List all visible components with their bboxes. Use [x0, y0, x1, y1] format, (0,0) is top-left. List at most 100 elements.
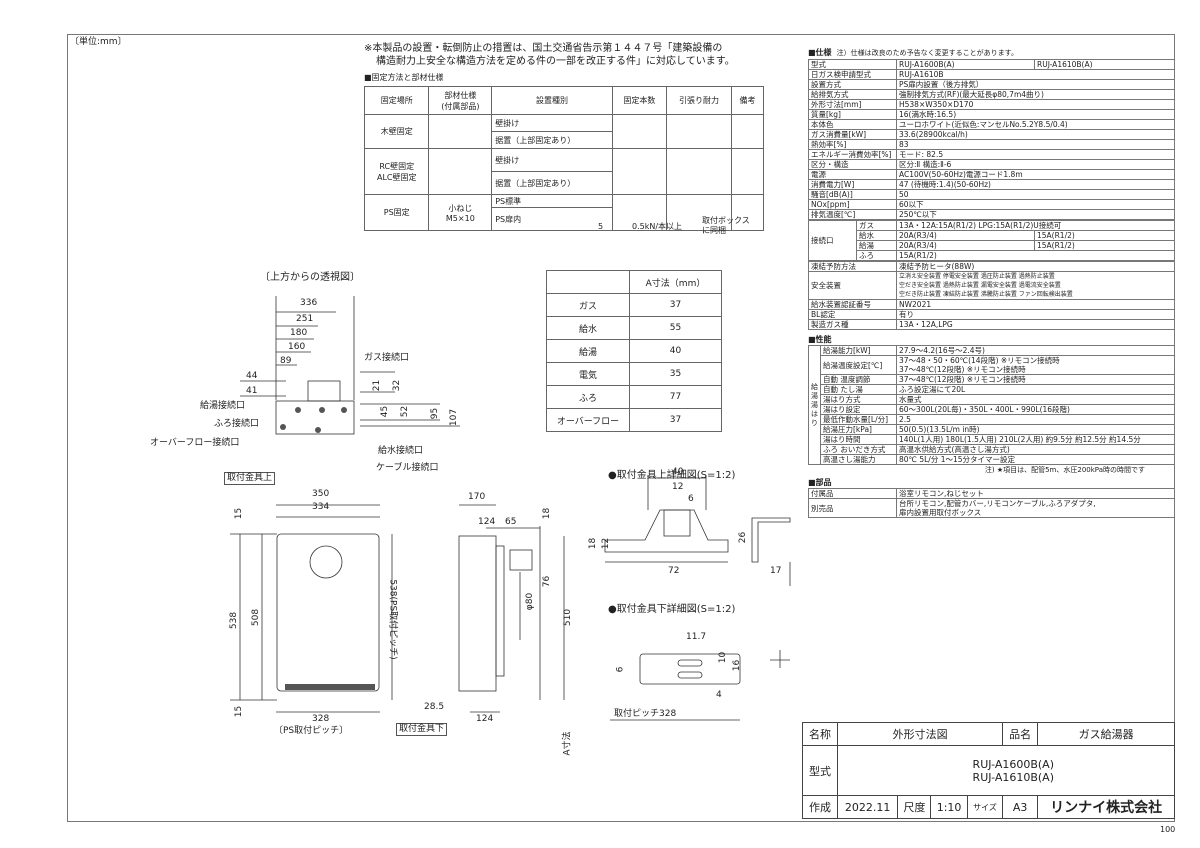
perf-value: 高温水供給方式(高温さし湯方式) — [896, 444, 1175, 455]
perf-value: 37〜48・50・60℃(14段階) ※リモコン接続時 37〜48℃(12段階)… — [896, 355, 1175, 375]
dim-label: 334 — [312, 502, 330, 512]
safety-line: 立消え安全装置 停電安全装置 過圧防止装置 過熱防止装置 — [899, 273, 1055, 280]
notice-line-2: 構造耐力上安全な構造方法を定める件の一部を改正する件」に対応しています。 — [376, 56, 735, 67]
item-value: ガス給湯器 — [1037, 722, 1175, 746]
fix-header: 部材仕様 (付属部品) — [428, 86, 493, 115]
connect-value: 15A(R1/2) — [1034, 230, 1175, 241]
dim-label: 41 — [246, 386, 258, 396]
fix-header: 備考 — [731, 86, 764, 115]
bracket-slot — [677, 659, 703, 667]
spec-label: 本体色 — [808, 119, 897, 130]
fix-table-title: ■固定方法と部材仕様 — [364, 73, 444, 82]
spec-value: 83 — [896, 139, 1175, 150]
spec-label: BL認定 — [808, 309, 897, 320]
perf-value: 60〜300L(20L毎)・350L・400L・990L(16段階) — [896, 404, 1175, 415]
parts-label: 別売品 — [808, 498, 897, 518]
size-label: サイズ — [966, 795, 1004, 819]
spec-label: 電源 — [808, 169, 897, 180]
spec-header: ■仕様 — [808, 48, 832, 57]
spec-value: 区分:Ⅱ 構造:Ⅱ-6 — [896, 159, 1175, 170]
dim-label: 65 — [505, 517, 517, 527]
company-name: リンナイ株式会社 — [1037, 795, 1175, 819]
item-label: 品名 — [1002, 722, 1039, 746]
perf-table: 給湯・湯はり給湯能力[kW]27.9〜4.2(16号〜2.4号)給湯温度設定[℃… — [808, 345, 1175, 465]
dim-label: 328 — [312, 714, 330, 724]
spec-label: エネルギー消費効率[%] — [808, 149, 897, 160]
bracket-bottom-label: 取付金具下 — [396, 723, 448, 736]
mount-pitch-label: 取付ピッチ328 — [614, 709, 677, 719]
dim-label: 18 — [542, 507, 553, 520]
spec-value: 33.6(28900kcal/h) — [896, 129, 1175, 140]
dim-label: 95 — [430, 407, 441, 420]
spec-label: 給排気方式 — [808, 89, 897, 100]
fix-type: 壁掛け — [491, 148, 613, 172]
dim-label: 538 — [229, 611, 240, 630]
dim-label: 45 — [380, 405, 391, 418]
top-view-body — [275, 400, 355, 435]
dim-label: 76 — [542, 575, 553, 588]
fix-header: 引張り耐力 — [665, 86, 733, 115]
perf-value: 50(0.5)(13.5L/m in時) — [896, 424, 1175, 435]
bracket-slot — [677, 671, 703, 679]
perf-label: 給湯圧力[kPa] — [820, 424, 897, 435]
parts-table: 付属品浴室リモコン,ねじセット 別売品台所リモコン,配管カバー,リモコンケーブル… — [808, 488, 1175, 518]
connect-value: 15A(R1/2) — [896, 250, 1175, 261]
cable-inlet-label: ケーブル接続口 — [376, 463, 439, 473]
spec-label: 騒音[dB(A)] — [808, 189, 897, 200]
name-value: 外形寸法図 — [836, 722, 1004, 746]
fix-place: PS固定 — [363, 194, 430, 231]
perf-label: ふろ おいだき方式 — [820, 444, 897, 455]
spec-value: RUJ-A1610B — [896, 69, 1175, 80]
dim-label: 336 — [300, 298, 318, 308]
bath-outlet-label: ふろ接続口 — [214, 419, 260, 429]
model-label: 型式 — [802, 745, 838, 796]
unit-note: 〔単位:mm〕 — [70, 37, 127, 47]
parts-label: 付属品 — [808, 488, 897, 499]
scale-value: 1:10 — [930, 795, 968, 819]
dim-label: 350 — [312, 489, 330, 499]
spec-value: RUJ-A1600B(A) — [896, 59, 1035, 70]
spec-value: ユーロホワイト(近似色:マンセルNo.5.2Y8.5/0.4) — [896, 119, 1175, 130]
spec-label: 外形寸法[mm] — [808, 99, 897, 110]
spec-value: AC100V(50-60Hz)電源コード1.8m — [896, 169, 1175, 180]
connect-type: ガス — [856, 220, 897, 231]
spec-value: 13A・12A,LPG — [896, 319, 1175, 330]
dim-label: 12 — [601, 537, 612, 550]
spec-value: H538×W350×D170 — [896, 99, 1175, 110]
perf-label: 湯はり時間 — [820, 434, 897, 445]
spec-value: 47 (待機時:1.4)(50-60Hz) — [896, 179, 1175, 190]
fix-type: PS扉内 — [491, 207, 613, 231]
spec-note: 注）仕様は改良のため予告なく変更することがあります。 — [836, 49, 1018, 57]
dim-label: 18 — [588, 537, 599, 550]
perf-label: 最低作動水量[L/分] — [820, 414, 897, 425]
side-exhaust-pipe — [509, 549, 533, 571]
fix-count: 5 — [598, 222, 604, 231]
dim-label: 4 — [716, 690, 722, 700]
side-view-back — [495, 545, 505, 677]
spec-value: 60以下 — [896, 199, 1175, 210]
bracket-bottom-plate — [639, 653, 741, 685]
parts-value: 台所リモコン,配管カバー,リモコンケーブル,ふろアダプタ, 扉内設置用取付ボック… — [896, 498, 1175, 518]
dim-label: 180 — [290, 328, 308, 338]
dim-label: 6 — [688, 494, 694, 504]
a-table-label: 給湯 — [546, 339, 630, 363]
dim-label: 17 — [770, 566, 782, 576]
dim-label: 160 — [288, 342, 306, 352]
dim-label: 26 — [738, 531, 749, 544]
hot-outlet-label: 給湯接続口 — [200, 401, 246, 411]
gas-inlet-label: ガス接続口 — [364, 353, 410, 363]
perf-value: 2.5 — [896, 414, 1175, 425]
spec-label: 給水装置認証番号 — [808, 299, 897, 310]
perf-group-label: 給湯・湯はり — [808, 345, 821, 465]
a-table-value: 35 — [629, 362, 722, 386]
side-view-body — [458, 535, 497, 692]
spec-label: 排気温度[℃] — [808, 209, 897, 220]
spec-value: PS扉内設置（後方排気） — [896, 79, 1175, 90]
a-table-label: オーバーフロー — [546, 408, 630, 432]
detail-bottom-title: ●取付金具下詳細図(S=1:2) — [608, 604, 736, 615]
spec-label: 凍結予防方法 — [808, 261, 897, 272]
page-number: 100 — [1160, 825, 1176, 834]
